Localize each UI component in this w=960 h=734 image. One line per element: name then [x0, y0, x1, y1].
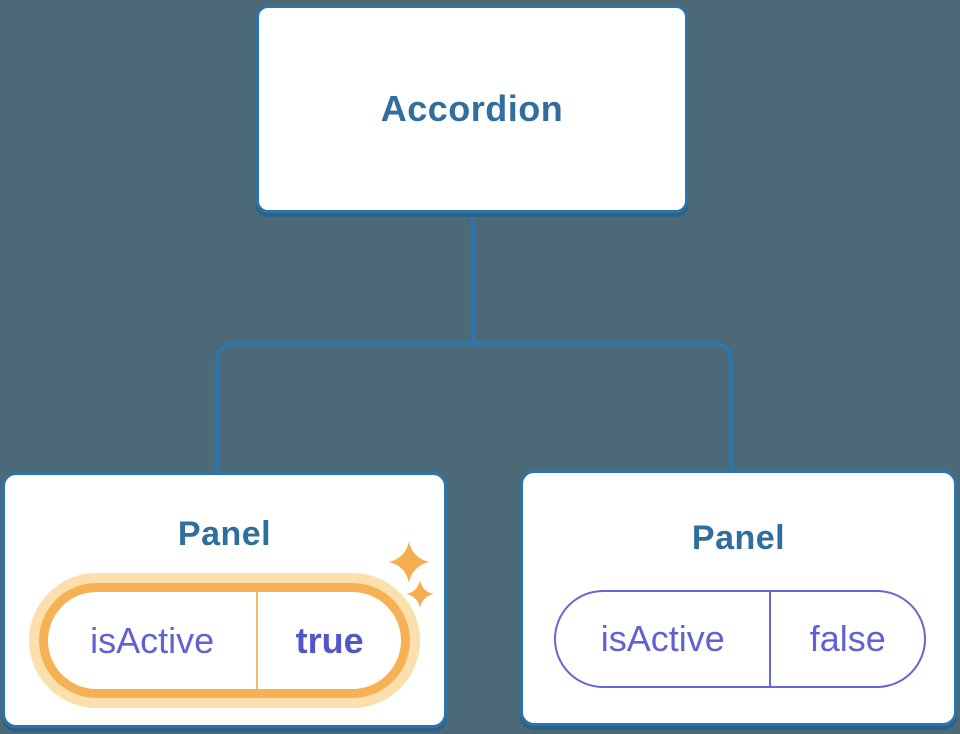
- pill-divider: [256, 592, 259, 689]
- panel-node-active: Panel isActive true: [2, 472, 447, 728]
- accordion-node: Accordion: [256, 5, 688, 213]
- state-pill-active: isActive true: [39, 583, 410, 698]
- sparkle-icon: [406, 580, 434, 608]
- connector-branches: [215, 341, 733, 474]
- accordion-label: Accordion: [380, 88, 564, 129]
- panel-label: Panel: [177, 515, 272, 553]
- panel-node-inactive: Panel isActive false: [520, 470, 957, 726]
- panel-label: Panel: [691, 519, 786, 557]
- pill-divider: [769, 592, 772, 686]
- state-key-label: isActive: [90, 619, 215, 661]
- state-pill-inactive: isActive false: [554, 590, 926, 688]
- state-value-label: true: [295, 619, 364, 661]
- state-key-label: isActive: [600, 618, 725, 659]
- state-value-label: false: [809, 618, 886, 659]
